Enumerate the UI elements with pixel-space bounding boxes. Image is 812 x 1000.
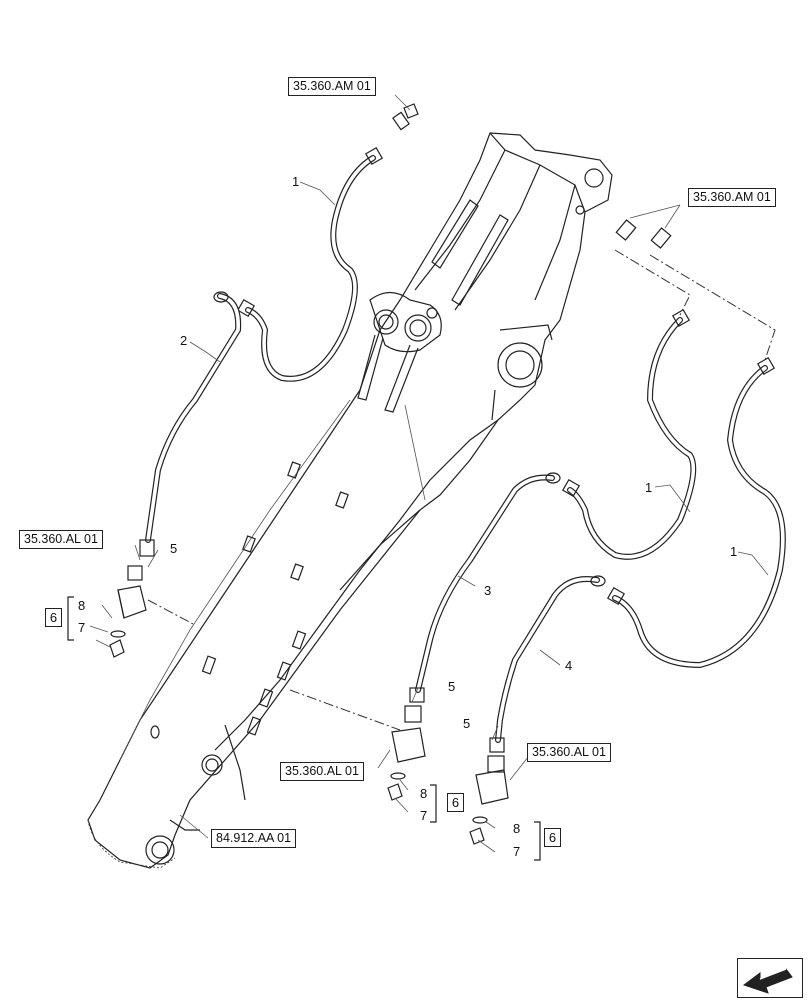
block-left (109, 565, 147, 658)
kit-6-left[interactable]: 6 (45, 608, 62, 627)
tube-4 (489, 575, 606, 753)
previous-page-button[interactable] (737, 958, 803, 998)
callout-1-upper: 1 (292, 174, 300, 189)
callout-3: 3 (484, 583, 492, 598)
kit-6-right[interactable]: 6 (544, 828, 561, 847)
hose-upper-left (236, 146, 384, 382)
callout-1-mid: 1 (645, 480, 653, 495)
connector-top (392, 103, 419, 131)
callout-8-right: 8 (513, 821, 521, 836)
ref-35-360-am-01-top[interactable]: 35.360.AM 01 (288, 77, 376, 96)
connector-right-b (650, 227, 672, 249)
callout-1-far: 1 (730, 544, 738, 559)
ref-35-360-am-01-right[interactable]: 35.360.AM 01 (688, 188, 776, 207)
callout-7-right: 7 (513, 844, 521, 859)
block-right (469, 755, 509, 845)
callout-2: 2 (180, 333, 188, 348)
callout-8-mid: 8 (420, 786, 428, 801)
connector-right-a (615, 219, 637, 241)
callout-4: 4 (565, 658, 573, 673)
kit-6-mid[interactable]: 6 (447, 793, 464, 812)
callout-8-left: 8 (78, 598, 86, 613)
hose-right-far (606, 356, 786, 669)
ref-35-360-al-01-right[interactable]: 35.360.AL 01 (527, 743, 611, 762)
callout-5-right: 5 (463, 716, 471, 731)
boom-arm (87, 132, 613, 869)
block-mid (387, 705, 426, 801)
arrow-left-down-icon (742, 968, 793, 994)
ref-35-360-al-01-left[interactable]: 35.360.AL 01 (19, 530, 103, 549)
hose-right-mid (561, 308, 697, 560)
tube-2 (139, 291, 242, 557)
ref-84-912-aa-01[interactable]: 84.912.AA 01 (211, 829, 297, 848)
leaders (67, 94, 776, 861)
callout-7-mid: 7 (420, 808, 428, 823)
callout-7-left: 7 (78, 620, 86, 635)
callout-5-mid: 5 (448, 679, 456, 694)
ref-35-360-al-01-mid[interactable]: 35.360.AL 01 (280, 762, 364, 781)
callout-5-left: 5 (170, 541, 178, 556)
tube-3 (409, 472, 561, 703)
